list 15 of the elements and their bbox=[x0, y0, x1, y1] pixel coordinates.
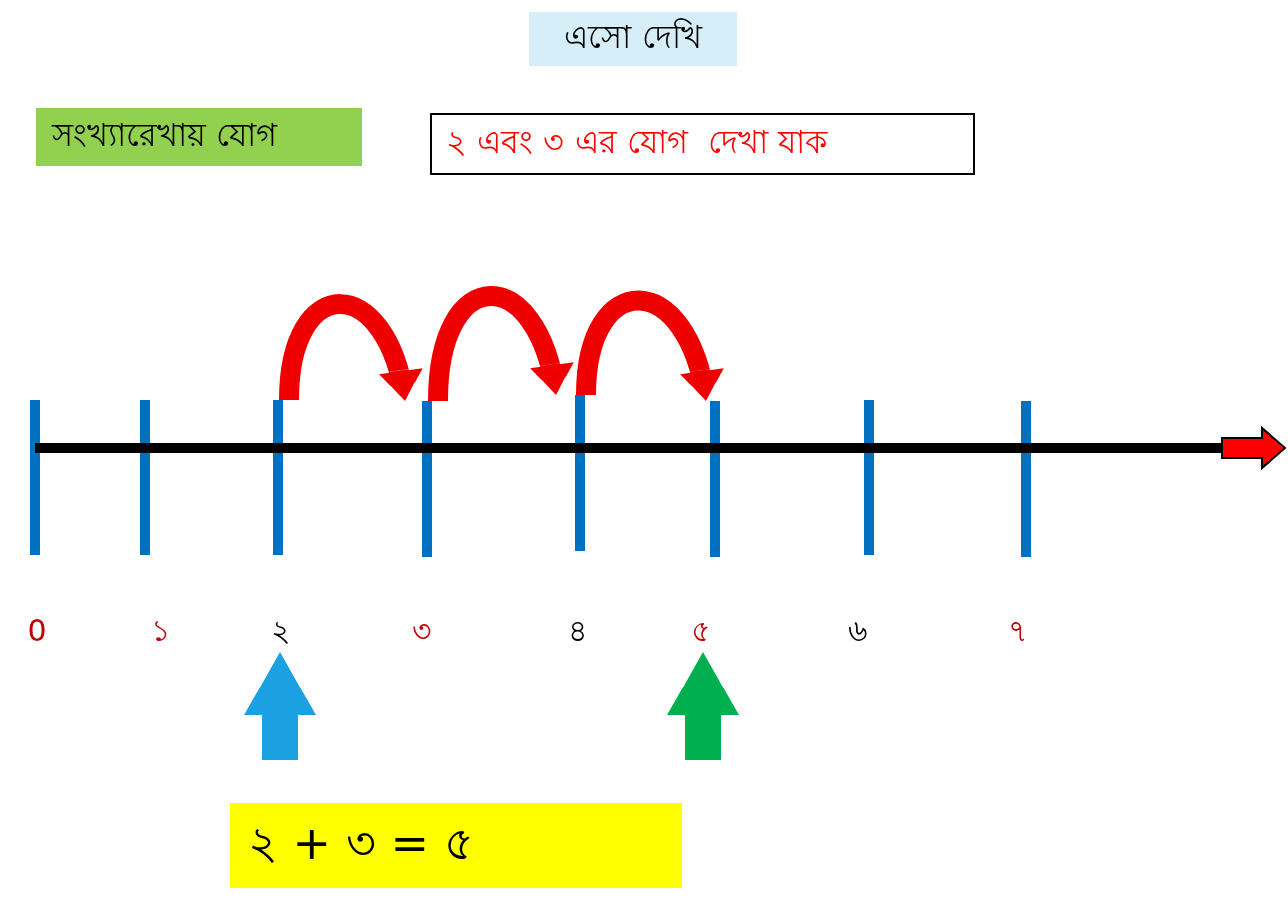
tick-label: ২ bbox=[270, 612, 292, 650]
tick-label: ৬ bbox=[847, 612, 869, 650]
tick-label: ৭ bbox=[1007, 612, 1029, 650]
topic-banner: সংখ্যারেখায় যোগ bbox=[36, 108, 362, 166]
instruction-box: ২ এবং ৩ এর যোগ দেখা যাক bbox=[430, 113, 975, 175]
tick-label: ৩ bbox=[411, 612, 433, 650]
tick-label: ৫ bbox=[689, 612, 711, 650]
equation-box: ২ + ৩ = ৫ bbox=[230, 803, 682, 888]
tick-label: 0 bbox=[26, 612, 48, 650]
pointer-arrow bbox=[244, 652, 316, 760]
pointer-arrow bbox=[667, 652, 739, 760]
tick-label: ১ bbox=[149, 612, 171, 650]
jump-arrow bbox=[576, 290, 722, 403]
tick-label: ৪ bbox=[566, 612, 588, 650]
title: এসো দেখি bbox=[529, 12, 737, 66]
